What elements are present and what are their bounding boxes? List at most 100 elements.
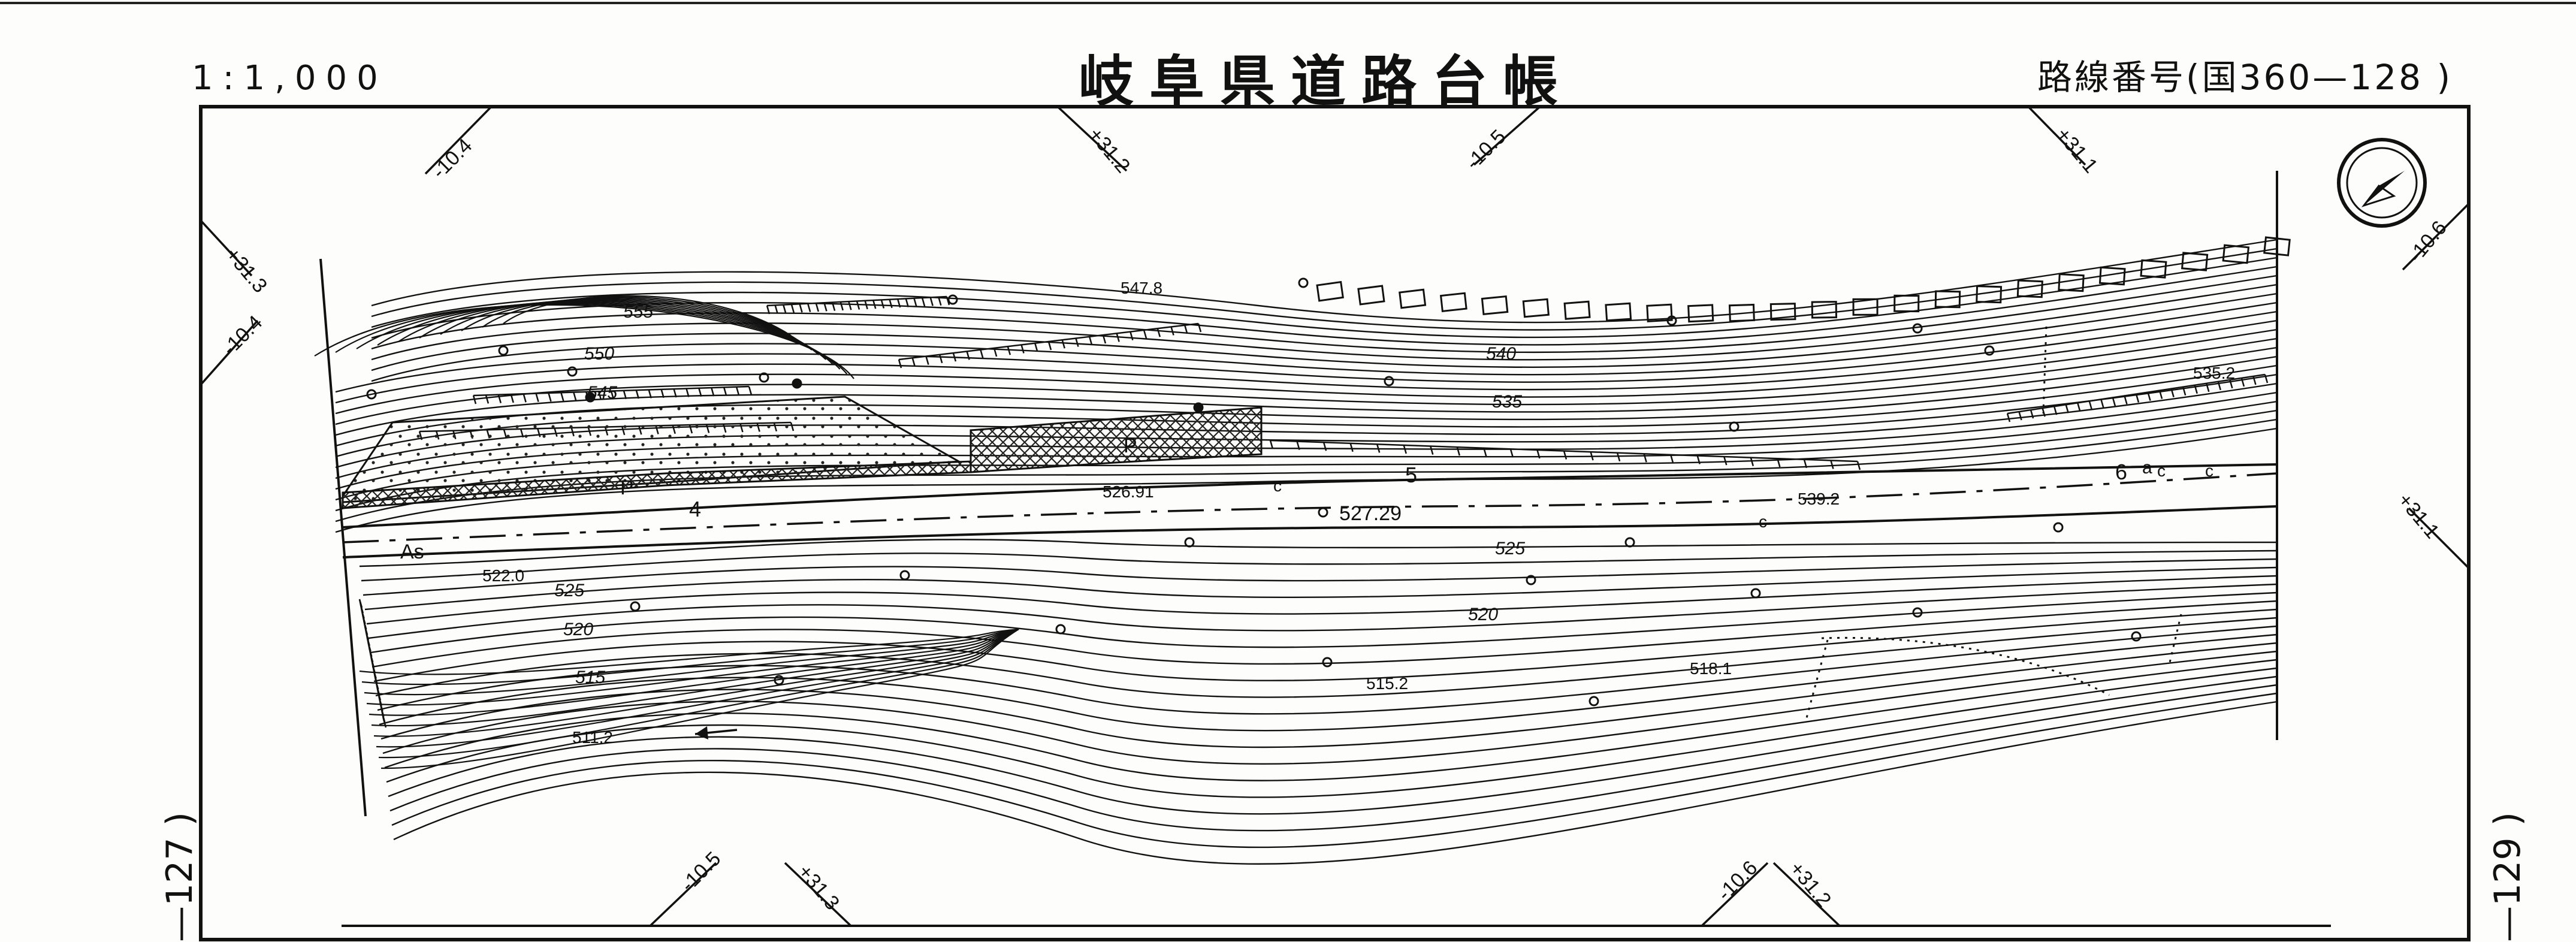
survey-marker <box>366 389 377 400</box>
contour-line <box>369 628 1019 716</box>
hatch-baseline <box>766 295 947 307</box>
hatch-tick <box>573 392 577 401</box>
hatch-tick <box>938 297 942 306</box>
contour-line <box>364 566 2278 611</box>
hatch-tick <box>2100 399 2104 408</box>
hatch-tick <box>673 388 677 398</box>
hatch-tick <box>2182 387 2187 396</box>
hatch-tick <box>510 394 514 403</box>
hatch-tick <box>799 303 803 313</box>
contour-line <box>386 667 2278 798</box>
hatch-tick <box>1590 451 1594 461</box>
contour-label: 540 <box>1486 344 1516 364</box>
hatch-tick <box>1803 459 1808 469</box>
map-frame <box>199 105 2471 941</box>
hatch-tick <box>2112 397 2116 406</box>
hatch-tick <box>848 301 852 310</box>
hatch-tick <box>648 390 652 398</box>
hatch-tick <box>2158 390 2163 399</box>
contour-line <box>335 346 2278 436</box>
hatch-tick <box>2217 381 2222 391</box>
road-centerline <box>342 472 2278 544</box>
hatch-tick <box>1643 453 1647 463</box>
coord-tick-label: -10.4 <box>218 311 267 360</box>
guardrail-block <box>1687 304 1714 323</box>
hatch-tick <box>1750 457 1754 466</box>
spot-height: 515.2 <box>1366 674 1408 693</box>
contour-line <box>482 296 799 341</box>
curb-symbol: c <box>1759 512 1767 531</box>
guardrail-block <box>1481 295 1509 316</box>
hatch-tick <box>993 348 998 357</box>
contour-line <box>371 274 2278 354</box>
contour-line <box>375 617 2278 698</box>
hatch-tick <box>880 300 885 309</box>
survey-marker <box>1526 575 1536 585</box>
survey-marker <box>759 372 769 383</box>
contour-line <box>359 539 2278 567</box>
contour-line <box>377 625 2278 715</box>
contour-label: 535 <box>1492 392 1522 412</box>
hatch-tick <box>2264 374 2269 384</box>
contour-line <box>382 650 2278 765</box>
contour-line <box>373 629 1019 737</box>
coord-tick-label: -10.6 <box>2404 216 2451 267</box>
hatch-tick <box>1536 449 1541 459</box>
guardrail-block <box>1894 294 1920 313</box>
hatch-tick <box>1184 325 1188 334</box>
contour-line <box>372 600 2278 668</box>
survey-marker <box>630 601 641 612</box>
contour-line <box>371 301 2278 382</box>
hatch-tick <box>2229 379 2233 389</box>
contour-label: 525 <box>554 581 584 600</box>
hatch-tick <box>1696 455 1701 464</box>
survey-marker <box>1589 696 1599 707</box>
survey-marker <box>1729 421 1740 432</box>
hatch-tick <box>1269 440 1274 449</box>
hatch-tick <box>783 304 787 313</box>
hatch-tick <box>2147 392 2151 401</box>
hatch-tick <box>2206 383 2210 393</box>
hatch-tick <box>535 393 539 402</box>
hatch-tick <box>766 305 771 315</box>
hatch-tick <box>597 391 602 400</box>
hatch-tick <box>1669 454 1674 464</box>
contour-line <box>335 310 2278 393</box>
guardrail-block <box>2058 273 2085 292</box>
hatch-tick <box>1034 343 1038 352</box>
curb-symbol: c <box>2205 461 2213 480</box>
hatch-tick <box>1376 444 1381 453</box>
hatch-tick <box>905 298 910 307</box>
hatch-tick <box>872 300 877 309</box>
hatch-tick <box>925 356 929 365</box>
guardrail-block <box>1976 285 2003 304</box>
hatch-tick <box>1616 452 1621 462</box>
guardrail-block <box>1439 292 1467 313</box>
guardrail-block <box>2140 259 2167 279</box>
map-markers <box>366 277 2142 707</box>
hatch-tick <box>1020 345 1025 354</box>
contour-label: 515 <box>575 668 605 687</box>
spot-height: 547.8 <box>1121 279 1162 297</box>
flow-arrow-icon <box>694 726 738 739</box>
hatch-tick <box>1061 339 1065 349</box>
lot-boundary-dotted-east <box>2168 614 2182 666</box>
contour-line <box>366 628 1019 706</box>
hatch-tick <box>2077 402 2081 412</box>
survey-point <box>792 378 802 389</box>
coord-tick-label: +31.3 <box>221 243 271 297</box>
guardrail-block <box>1769 303 1796 321</box>
hatch-tick <box>1322 442 1327 451</box>
survey-marker <box>498 345 509 356</box>
coord-tick-label: +31.3 <box>793 861 844 914</box>
hatch-tick <box>485 394 490 404</box>
hatch-tick <box>2170 388 2175 397</box>
hatch-tick <box>1723 456 1728 466</box>
hatch-baseline <box>473 385 750 397</box>
survey-marker <box>1184 537 1195 548</box>
contour-line <box>461 297 805 346</box>
contour-label: 555 <box>623 302 653 322</box>
station-number: 4 <box>689 497 701 521</box>
